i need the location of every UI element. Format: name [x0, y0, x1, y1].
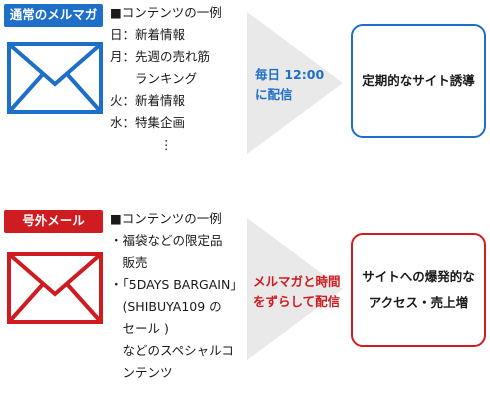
delivery-time-label: 毎日 12:00 に配信 [255, 67, 325, 102]
list-heading: ■コンテンツの一例 [110, 5, 222, 20]
list-item: 日：新着情報 [110, 27, 186, 42]
list-item: などのスペシャルコ [110, 343, 234, 358]
result-text: 定期的なサイト誘導 [362, 73, 475, 88]
extra-content-list: ■コンテンツの一例 ・福袋などの限定品 販売 ・「5DAYS BARGAIN」 … [110, 208, 243, 384]
list-item: 月：先週の売れ筋 [110, 49, 211, 64]
arrow-shape [247, 12, 343, 154]
envelope-icon [7, 42, 103, 114]
list-item-ellipsis: ⋮ [110, 137, 173, 152]
regular-newsletter-tag: 通常のメルマガ [4, 4, 103, 27]
list-item: (SHIBUYA109 の [110, 299, 222, 314]
result-box: 定期的なサイト誘導 [351, 24, 486, 138]
delivery-offset-label: メルマガと時間 をずらして配信 [253, 274, 341, 309]
list-item: セール ) [110, 321, 169, 336]
list-item: 販売 [110, 255, 148, 270]
regular-content-list: ■コンテンツの一例 日：新着情報 月：先週の売れ筋 ランキング 火：新着情報 水… [110, 2, 222, 156]
envelope-icon [7, 252, 103, 324]
list-heading: ■コンテンツの一例 [110, 211, 222, 226]
result-text: サイトへの爆発的な [362, 269, 475, 284]
list-item: 火：新着情報 [110, 93, 186, 108]
arrow-shape [247, 218, 343, 360]
extra-mail-tag: 号外メール [4, 210, 103, 233]
list-item: ランキング [110, 71, 198, 86]
list-item: ンテンツ [110, 365, 173, 380]
list-item: ・福袋などの限定品 [110, 233, 223, 248]
list-item: ・「5DAYS BARGAIN」 [110, 277, 243, 292]
result-box: サイトへの爆発的な アクセス・売上増 [351, 233, 486, 347]
result-text: アクセス・売上増 [368, 295, 469, 310]
list-item: 水：特集企画 [110, 115, 186, 130]
